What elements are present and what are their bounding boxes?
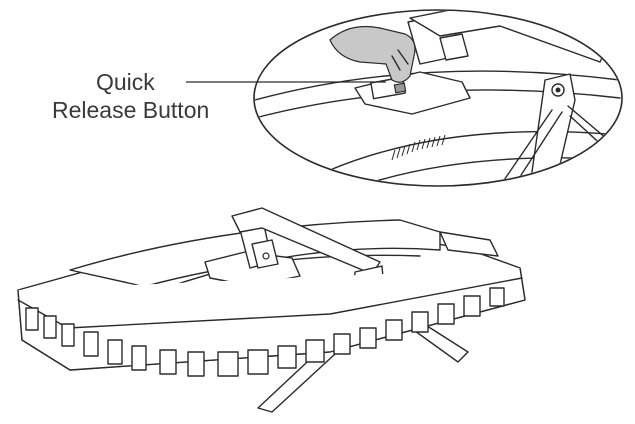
hand-pressing-icon [329,25,416,83]
callout-label-line2: Release Button [52,97,210,123]
main-view [17,207,526,413]
quick-release-button-icon [393,82,407,94]
zoom-inset [253,9,623,187]
callout-label-line1: Quick [96,69,155,95]
